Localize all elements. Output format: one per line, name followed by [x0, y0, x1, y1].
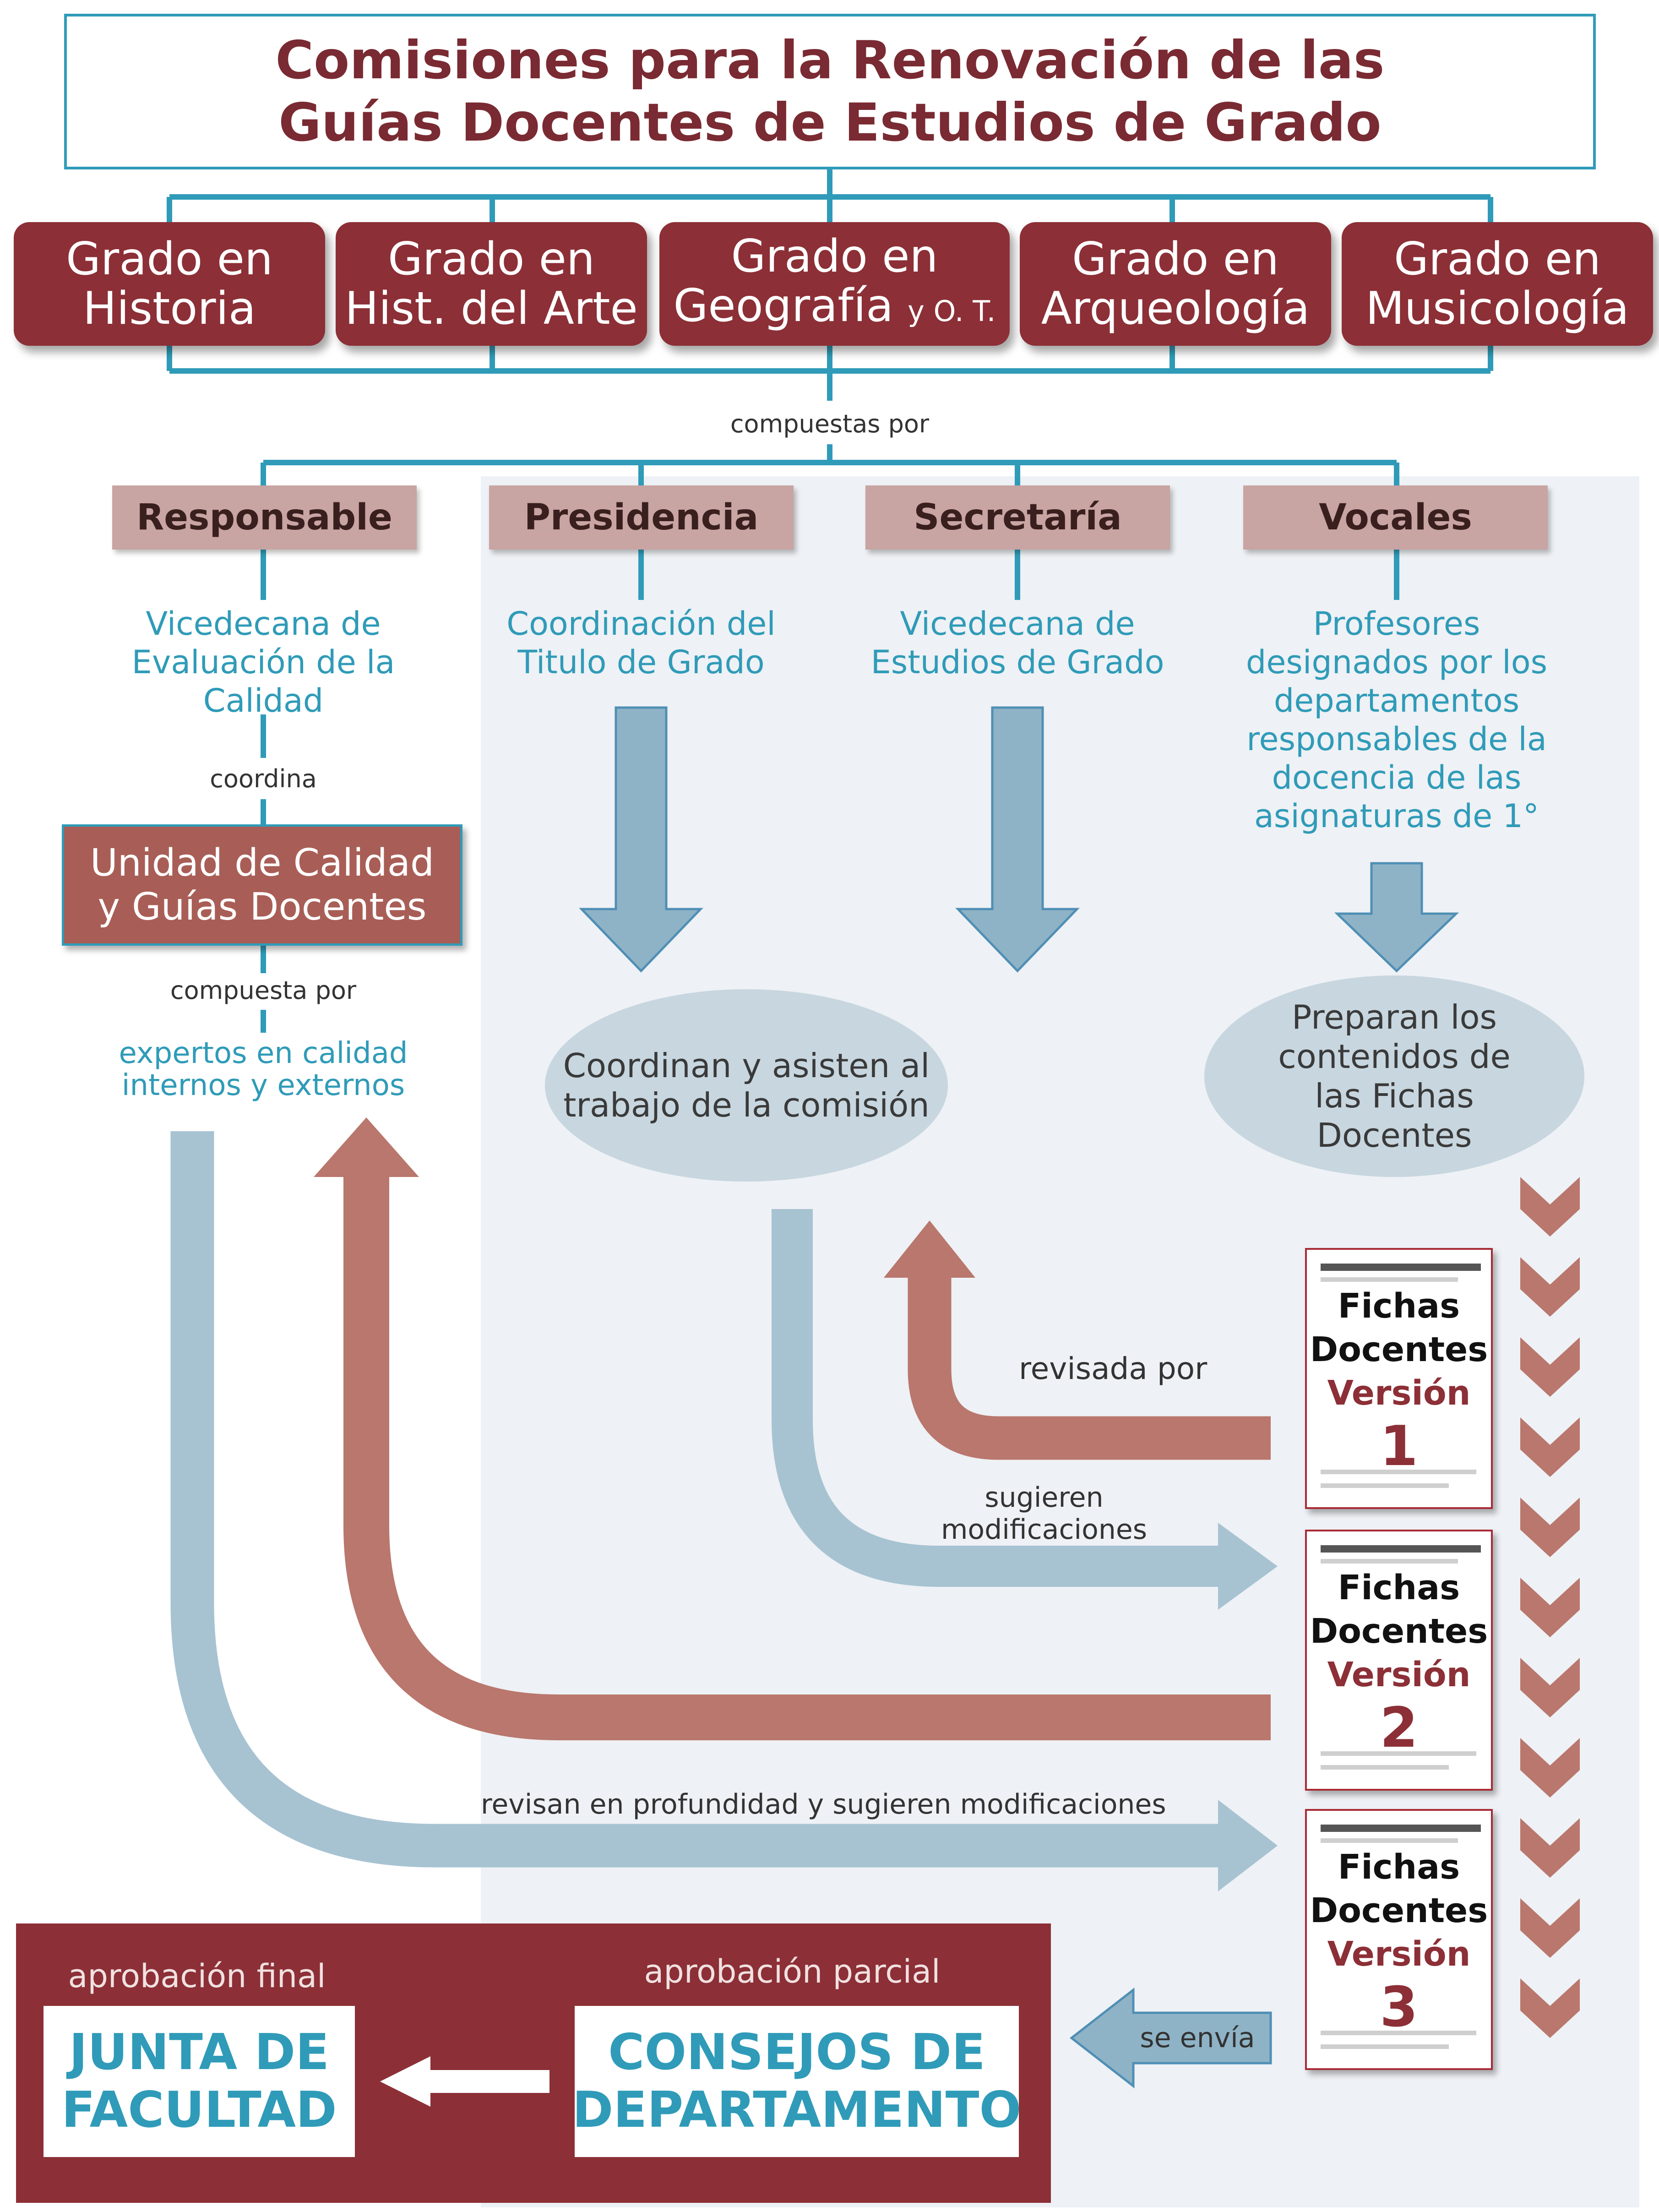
- grado-hist-arte: Grado en Hist. del Arte: [336, 222, 647, 346]
- consejos-departamento-box: CONSEJOS DE DEPARTAMENTO: [572, 2006, 1022, 2157]
- ellipse-preparan-line1: Preparan los: [1291, 998, 1497, 1036]
- ficha-version-1: Fichas Docentes Versión 1: [1305, 1248, 1493, 1509]
- chevron-column: [1520, 1177, 1580, 2038]
- sugieren-label: sugieren modificaciones: [916, 1482, 1172, 1546]
- grado-musicologia-line1: Grado en: [1393, 233, 1601, 285]
- junta-line1: JUNTA DE: [69, 2024, 330, 2081]
- aprobacion-parcial-label: aprobación parcial: [644, 1953, 941, 1990]
- role-presidencia: Presidencia: [489, 485, 794, 550]
- se-envia-label: se envía: [1140, 2022, 1255, 2054]
- grado-geografia-suffix: y O. T.: [908, 294, 996, 328]
- presidencia-desc: Coordinación del Titulo de Grado: [458, 605, 824, 681]
- sugieren-line1: sugieren: [985, 1482, 1104, 1514]
- title-line-2: Guías Docentes de Estudios de Grado: [278, 92, 1382, 153]
- grado-historia-line1: Grado en: [65, 233, 273, 285]
- title-line-1: Comisiones para la Renovación de las: [275, 30, 1385, 91]
- ficha2-number: 2: [1380, 1696, 1418, 1760]
- expertos-text: expertos en calidad internos y externos: [80, 1037, 446, 1101]
- ficha3-line2: Docentes: [1310, 1891, 1488, 1930]
- grado-arqueologia-line2: Arqueología: [1041, 283, 1310, 335]
- ficha1-line2: Docentes: [1310, 1330, 1488, 1369]
- grado-geografia: Grado en Geografía y O. T.: [659, 222, 1010, 346]
- aprobacion-final-label: aprobación final: [68, 1957, 326, 1995]
- ficha-version-2: Fichas Docentes Versión 2: [1305, 1530, 1493, 1791]
- responsable-desc-line3: Calidad: [203, 682, 324, 719]
- ellipse-coordinan-line1: Coordinan y asisten al: [563, 1046, 930, 1085]
- ficha2-line2: Docentes: [1310, 1612, 1488, 1651]
- ficha3-line1: Fichas: [1338, 1847, 1460, 1887]
- secretaria-desc: Vicedecana de Estudios de Grado: [834, 605, 1201, 681]
- secretaria-desc-line2: Estudios de Grado: [870, 643, 1164, 681]
- junta-line2: FACULTAD: [61, 2081, 337, 2139]
- role-responsable: Responsable: [112, 485, 417, 550]
- ellipse-preparan-line3: las Fichas: [1315, 1077, 1474, 1115]
- ellipse-coordinan-line2: trabajo de la comisión: [563, 1086, 930, 1124]
- ellipse-preparan-line4: Docentes: [1316, 1116, 1472, 1155]
- responsable-desc-line1: Vicedecana de: [146, 605, 381, 643]
- grado-musicologia: Grado en Musicología: [1342, 222, 1653, 346]
- ellipse-coordinan: Coordinan y asisten al trabajo de la com…: [545, 989, 948, 1182]
- presidencia-desc-line1: Coordinación del: [506, 605, 776, 643]
- vocales-desc: Profesores designados por los departamen…: [1213, 605, 1580, 835]
- left-arrow-icon: [380, 2056, 549, 2107]
- down-arrow-secretaria: [955, 706, 1080, 973]
- ellipse-preparan: Preparan los contenidos de las Fichas Do…: [1204, 975, 1584, 1177]
- ficha3-number: 3: [1380, 1976, 1418, 2039]
- vocales-desc-line4: responsables de la: [1246, 720, 1547, 758]
- unidad-line2: y Guías Docentes: [98, 885, 427, 929]
- unidad-calidad-box: Unidad de Calidad y Guías Docentes: [62, 824, 462, 946]
- ficha-version-3: Fichas Docentes Versión 3: [1305, 1809, 1493, 2070]
- ficha2-line3: Versión: [1327, 1655, 1471, 1694]
- expertos-line2: internos y externos: [121, 1068, 405, 1102]
- grado-arqueologia: Grado en Arqueología: [1020, 222, 1331, 346]
- coordina-label: coordina: [210, 764, 317, 793]
- vocales-desc-line1: Profesores: [1313, 605, 1480, 643]
- grado-hist-arte-line1: Grado en: [387, 233, 595, 285]
- secretaria-desc-line1: Vicedecana de: [900, 605, 1135, 643]
- compuesta-por-label: compuesta por: [170, 976, 357, 1005]
- revisada-por-label: revisada por: [1019, 1351, 1208, 1386]
- down-arrow-vocales: [1334, 862, 1459, 973]
- rose-arrow-revisada: [908, 1273, 1271, 1460]
- vocales-desc-line6: asignaturas de 1°: [1254, 797, 1539, 835]
- grado-arqueologia-line1: Grado en: [1072, 233, 1279, 285]
- consejos-line1: CONSEJOS DE: [608, 2024, 985, 2081]
- vocales-desc-line3: departamentos: [1273, 682, 1520, 719]
- grado-geografia-line2: Geografía: [673, 280, 894, 332]
- expertos-line1: expertos en calidad: [119, 1036, 408, 1070]
- ficha1-line3: Versión: [1327, 1373, 1471, 1413]
- junta-facultad-box: JUNTA DE FACULTAD: [44, 2006, 355, 2157]
- blue-arrow-sugieren: [772, 1209, 1227, 1587]
- unidad-line1: Unidad de Calidad: [90, 841, 435, 885]
- grado-historia-line2: Historia: [83, 283, 256, 335]
- title-box: Comisiones para la Renovación de las Guí…: [64, 14, 1596, 169]
- grado-hist-arte-line2: Hist. del Arte: [345, 283, 638, 335]
- revisan-label: revisan en profundidad y sugieren modifi…: [481, 1788, 1166, 1820]
- ficha2-line1: Fichas: [1338, 1568, 1460, 1607]
- grado-musicologia-line2: Musicología: [1365, 283, 1629, 335]
- vocales-desc-line5: docencia de las: [1272, 759, 1522, 796]
- role-vocales: Vocales: [1243, 485, 1548, 550]
- role-secretaria: Secretaría: [865, 485, 1170, 550]
- responsable-desc-line2: Evaluación de la: [131, 643, 395, 681]
- blue-arrow-revisan: [170, 1131, 1227, 1868]
- sugieren-line2: modificaciones: [941, 1514, 1148, 1546]
- consejos-line2: DEPARTAMENTO: [572, 2081, 1022, 2139]
- responsable-desc: Vicedecana de Evaluación de la Calidad: [80, 605, 446, 720]
- ficha1-number: 1: [1380, 1415, 1418, 1478]
- se-envia-arrow: [1069, 1987, 1272, 2089]
- grado-geografia-line1: Grado en: [731, 230, 938, 283]
- vocales-desc-line2: designados por los: [1246, 643, 1548, 681]
- ficha1-line1: Fichas: [1338, 1286, 1460, 1326]
- ficha3-line3: Versión: [1327, 1934, 1471, 1974]
- rose-arrow-version2: [343, 1172, 1271, 1740]
- compuestas-por-label: compuestas por: [730, 409, 930, 438]
- grado-historia: Grado en Historia: [14, 222, 325, 346]
- presidencia-desc-line2: Titulo de Grado: [517, 643, 765, 681]
- down-arrow-presidencia: [579, 706, 703, 973]
- ellipse-preparan-line2: contenidos de: [1278, 1037, 1511, 1076]
